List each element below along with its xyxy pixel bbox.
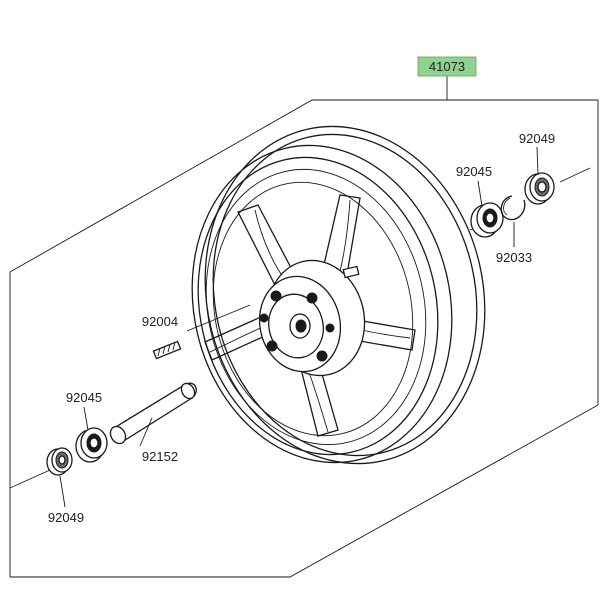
wheel-assembly-label[interactable]: 41073 <box>417 56 477 77</box>
axle-line-right-end <box>559 167 591 183</box>
assembly-frame <box>9 99 599 578</box>
seal-left-icon[interactable] <box>46 447 73 476</box>
label-41073: 41073 <box>429 59 465 74</box>
air-valve-icon[interactable] <box>152 340 182 360</box>
label-92045-right[interactable]: 92045 <box>456 164 492 179</box>
circlip-icon[interactable] <box>500 195 526 221</box>
label-92049-right[interactable]: 92049 <box>519 131 555 146</box>
label-92152[interactable]: 92152 <box>142 449 178 464</box>
collar-tube-icon[interactable] <box>107 381 197 446</box>
wheel-hub <box>258 259 366 377</box>
leader-lines <box>59 76 539 508</box>
bearing-right-icon[interactable] <box>470 202 504 238</box>
axle-line-left <box>9 469 51 489</box>
label-92045-left[interactable]: 92045 <box>66 390 102 405</box>
bearing-left-icon[interactable] <box>75 427 108 463</box>
seal-right-icon[interactable] <box>524 172 555 205</box>
wheel-rim-icon[interactable] <box>161 98 517 491</box>
highlight-box <box>417 56 477 77</box>
label-92033[interactable]: 92033 <box>496 250 532 265</box>
label-92004[interactable]: 92004 <box>142 314 178 329</box>
label-92049-left[interactable]: 92049 <box>48 510 84 525</box>
